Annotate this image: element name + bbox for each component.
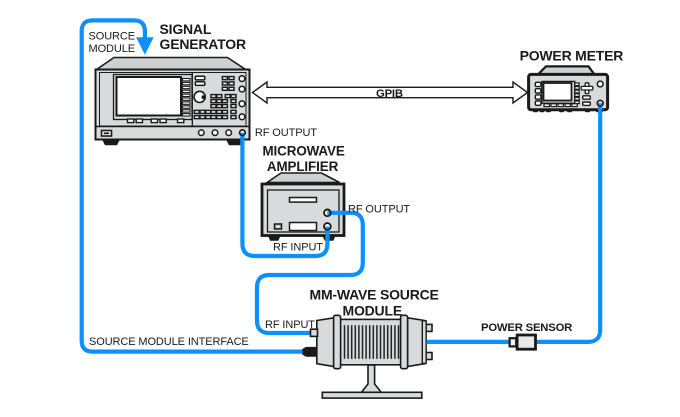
svg-text:MICROWAVE: MICROWAVE [263,144,345,159]
svg-text:RF OUTPUT: RF OUTPUT [255,127,317,139]
svg-text:GENERATOR: GENERATOR [160,36,246,52]
svg-text:SIGNAL: SIGNAL [160,21,212,37]
svg-text:SOURCE MODULE INTERFACE: SOURCE MODULE INTERFACE [89,336,249,348]
svg-text:MM-WAVE SOURCE: MM-WAVE SOURCE [310,287,439,303]
svg-text:AMPLIFIER: AMPLIFIER [267,159,339,174]
svg-text:RF OUTPUT: RF OUTPUT [348,204,410,216]
svg-text:SOURCE: SOURCE [89,31,135,43]
svg-text:RF INPUT: RF INPUT [265,319,315,331]
svg-text:POWER METER: POWER METER [520,48,624,64]
svg-text:GPIB: GPIB [376,88,403,100]
svg-text:MODULE: MODULE [343,303,402,319]
svg-text:MODULE: MODULE [89,43,135,55]
svg-text:POWER SENSOR: POWER SENSOR [481,322,572,334]
svg-text:RF INPUT: RF INPUT [273,242,323,254]
